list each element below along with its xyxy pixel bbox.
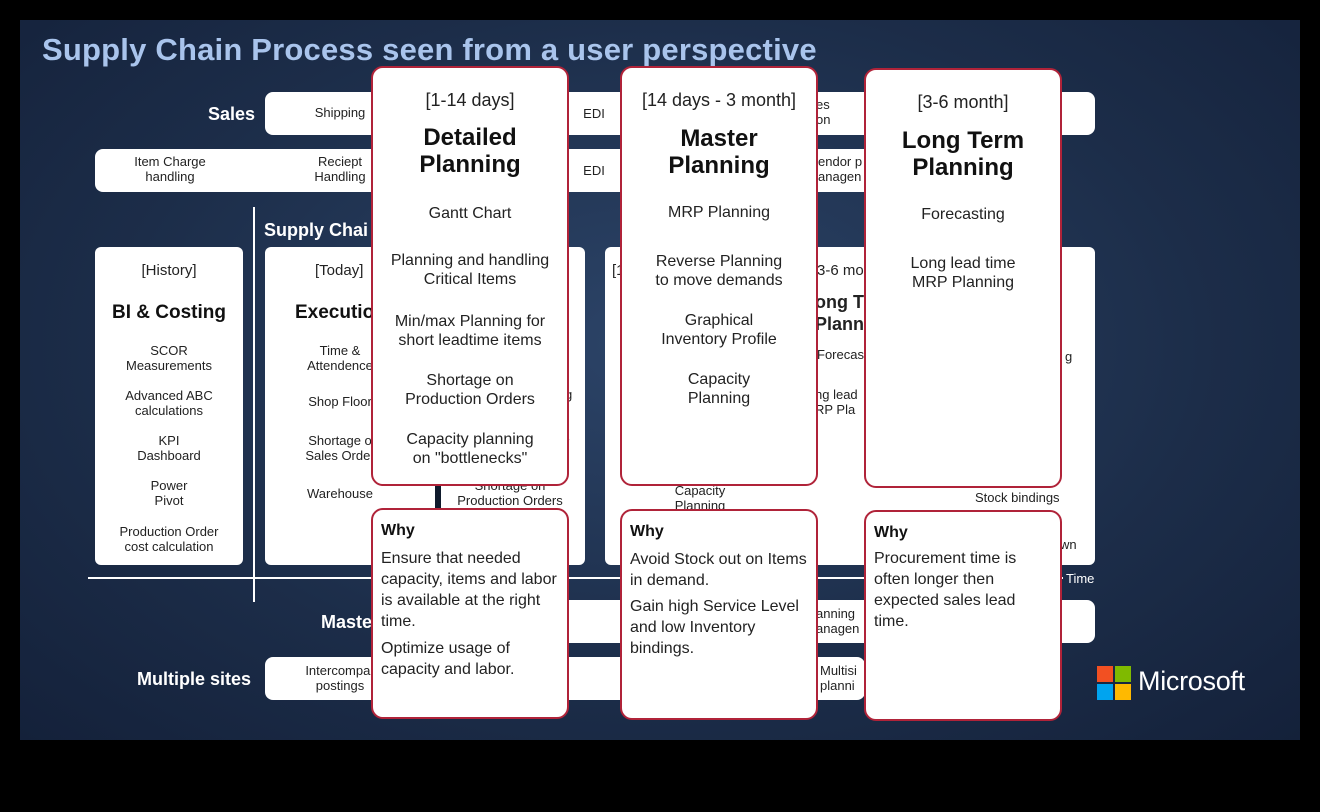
card-item: Forecasting [921, 206, 1005, 223]
history-item: KPI Dashboard [137, 433, 201, 463]
card-why-master: Why Avoid Stock out on Items in demand. … [620, 509, 818, 720]
card-item: Gantt Chart [428, 205, 512, 222]
history-item: SCOR Measurements [126, 343, 212, 373]
multiple-sites-right-partial: Multisi planni [820, 663, 857, 693]
master-right-partial: anning anagen [816, 606, 860, 636]
receipt-handling: Reciept Handling [314, 154, 366, 184]
today-item: Shop Floor [308, 394, 372, 409]
history-range: [History] [141, 262, 197, 279]
fragment-own: wn [1060, 537, 1077, 552]
fragment-leadtime: ng lead RP Pla [815, 387, 858, 417]
card-title: Long Term Planning [901, 127, 1025, 181]
sales-right-partial: es on [816, 97, 831, 127]
card-detailed-planning: [1-14 days] Detailed Planning Gantt Char… [371, 66, 569, 486]
row-label-sales: Sales [208, 104, 256, 124]
card-title: Detailed Planning [419, 124, 521, 178]
fragment-forecast: Forecas [817, 347, 864, 362]
column-history: [History] BI & Costing SCOR Measurements… [95, 247, 243, 565]
hidden-shortage-bottom: Production Orders [457, 493, 563, 508]
microsoft-logo-text: Microsoft [1138, 666, 1245, 696]
today-item: Shortage o Sales Order [305, 433, 375, 463]
today-item: Time & Attendence [307, 343, 373, 373]
time-axis [88, 577, 1063, 579]
card-long-term-planning: [3-6 month] Long Term Planning Forecasti… [864, 68, 1062, 488]
time-axis-label: Time [1066, 571, 1095, 586]
sales-shipping: Shipping [314, 105, 366, 120]
slide: Supply Chain Process seen from a user pe… [20, 20, 1300, 740]
item-charge-handling: Item Charge handling [134, 154, 206, 184]
slide-title: Supply Chain Process seen from a user pe… [42, 32, 817, 67]
history-item: Advanced ABC calculations [125, 388, 213, 418]
why-text: Gain high Service Level and low Inventor… [630, 598, 799, 657]
why-title: Why [381, 522, 415, 539]
why-text: Ensure that needed capacity, items and l… [381, 550, 557, 630]
card-master-planning: [14 days - 3 month] Master Planning MRP … [620, 66, 818, 486]
history-title: BI & Costing [112, 302, 226, 323]
today-title: Executio [295, 302, 375, 323]
card-item: Planning and handling Critical Items [390, 252, 550, 288]
intercompany-postings: Intercompar postings [305, 663, 375, 693]
fragment-longterm-range: 3-6 mo [817, 262, 864, 279]
card-why-long-term: Why Procurement time is often longer the… [864, 510, 1062, 721]
microsoft-logo-icon [1097, 666, 1131, 700]
card-title: Master Planning [668, 125, 770, 179]
row-label-multiple-sites: Multiple sites [137, 669, 252, 689]
card-item: Graphical Inventory Profile [661, 312, 777, 348]
why-title: Why [630, 523, 664, 540]
card-range: [1-14 days] [425, 90, 515, 110]
card-item: Long lead time MRP Planning [910, 255, 1016, 291]
card-item: Reverse Planning to move demands [655, 253, 783, 289]
why-text: Avoid Stock out on Items in demand. [630, 551, 807, 589]
row-label-master: Maste [321, 612, 373, 632]
vertical-axis [253, 207, 255, 602]
receipt-edi: EDI [583, 163, 605, 178]
card-item: Capacity planning on "bottlenecks" [406, 431, 534, 467]
why-text: Procurement time is often longer then ex… [874, 550, 1017, 630]
row-label-supply-chain: Supply Chai [264, 220, 369, 240]
fragment-longterm-title: ong T Planni [815, 292, 870, 334]
why-text: Optimize usage of capacity and labor. [381, 640, 515, 678]
card-range: [14 days - 3 month] [641, 90, 797, 110]
card-item: Min/max Planning for short leadtime item… [394, 313, 546, 349]
why-title: Why [874, 524, 908, 541]
card-item: Capacity Planning [687, 371, 751, 407]
sales-edi: EDI [583, 106, 605, 121]
receipt-right-partial: endor p anagen [818, 154, 863, 184]
history-item: Power Pivot [150, 478, 188, 508]
history-item: Production Order cost calculation [119, 524, 219, 554]
card-why-detailed: Why Ensure that needed capacity, items a… [371, 508, 569, 719]
today-item: Warehouse [307, 486, 373, 501]
fragment-stock-bindings: Stock bindings [975, 490, 1060, 505]
card-item: MRP Planning [668, 204, 770, 221]
today-range: [Today] [315, 262, 364, 279]
fragment-right-g: g [1065, 349, 1073, 364]
connector [435, 480, 441, 508]
card-range: [3-6 month] [917, 92, 1009, 112]
card-item: Shortage on Production Orders [405, 372, 535, 408]
hidden-capacity-top: Capacity [674, 483, 726, 498]
